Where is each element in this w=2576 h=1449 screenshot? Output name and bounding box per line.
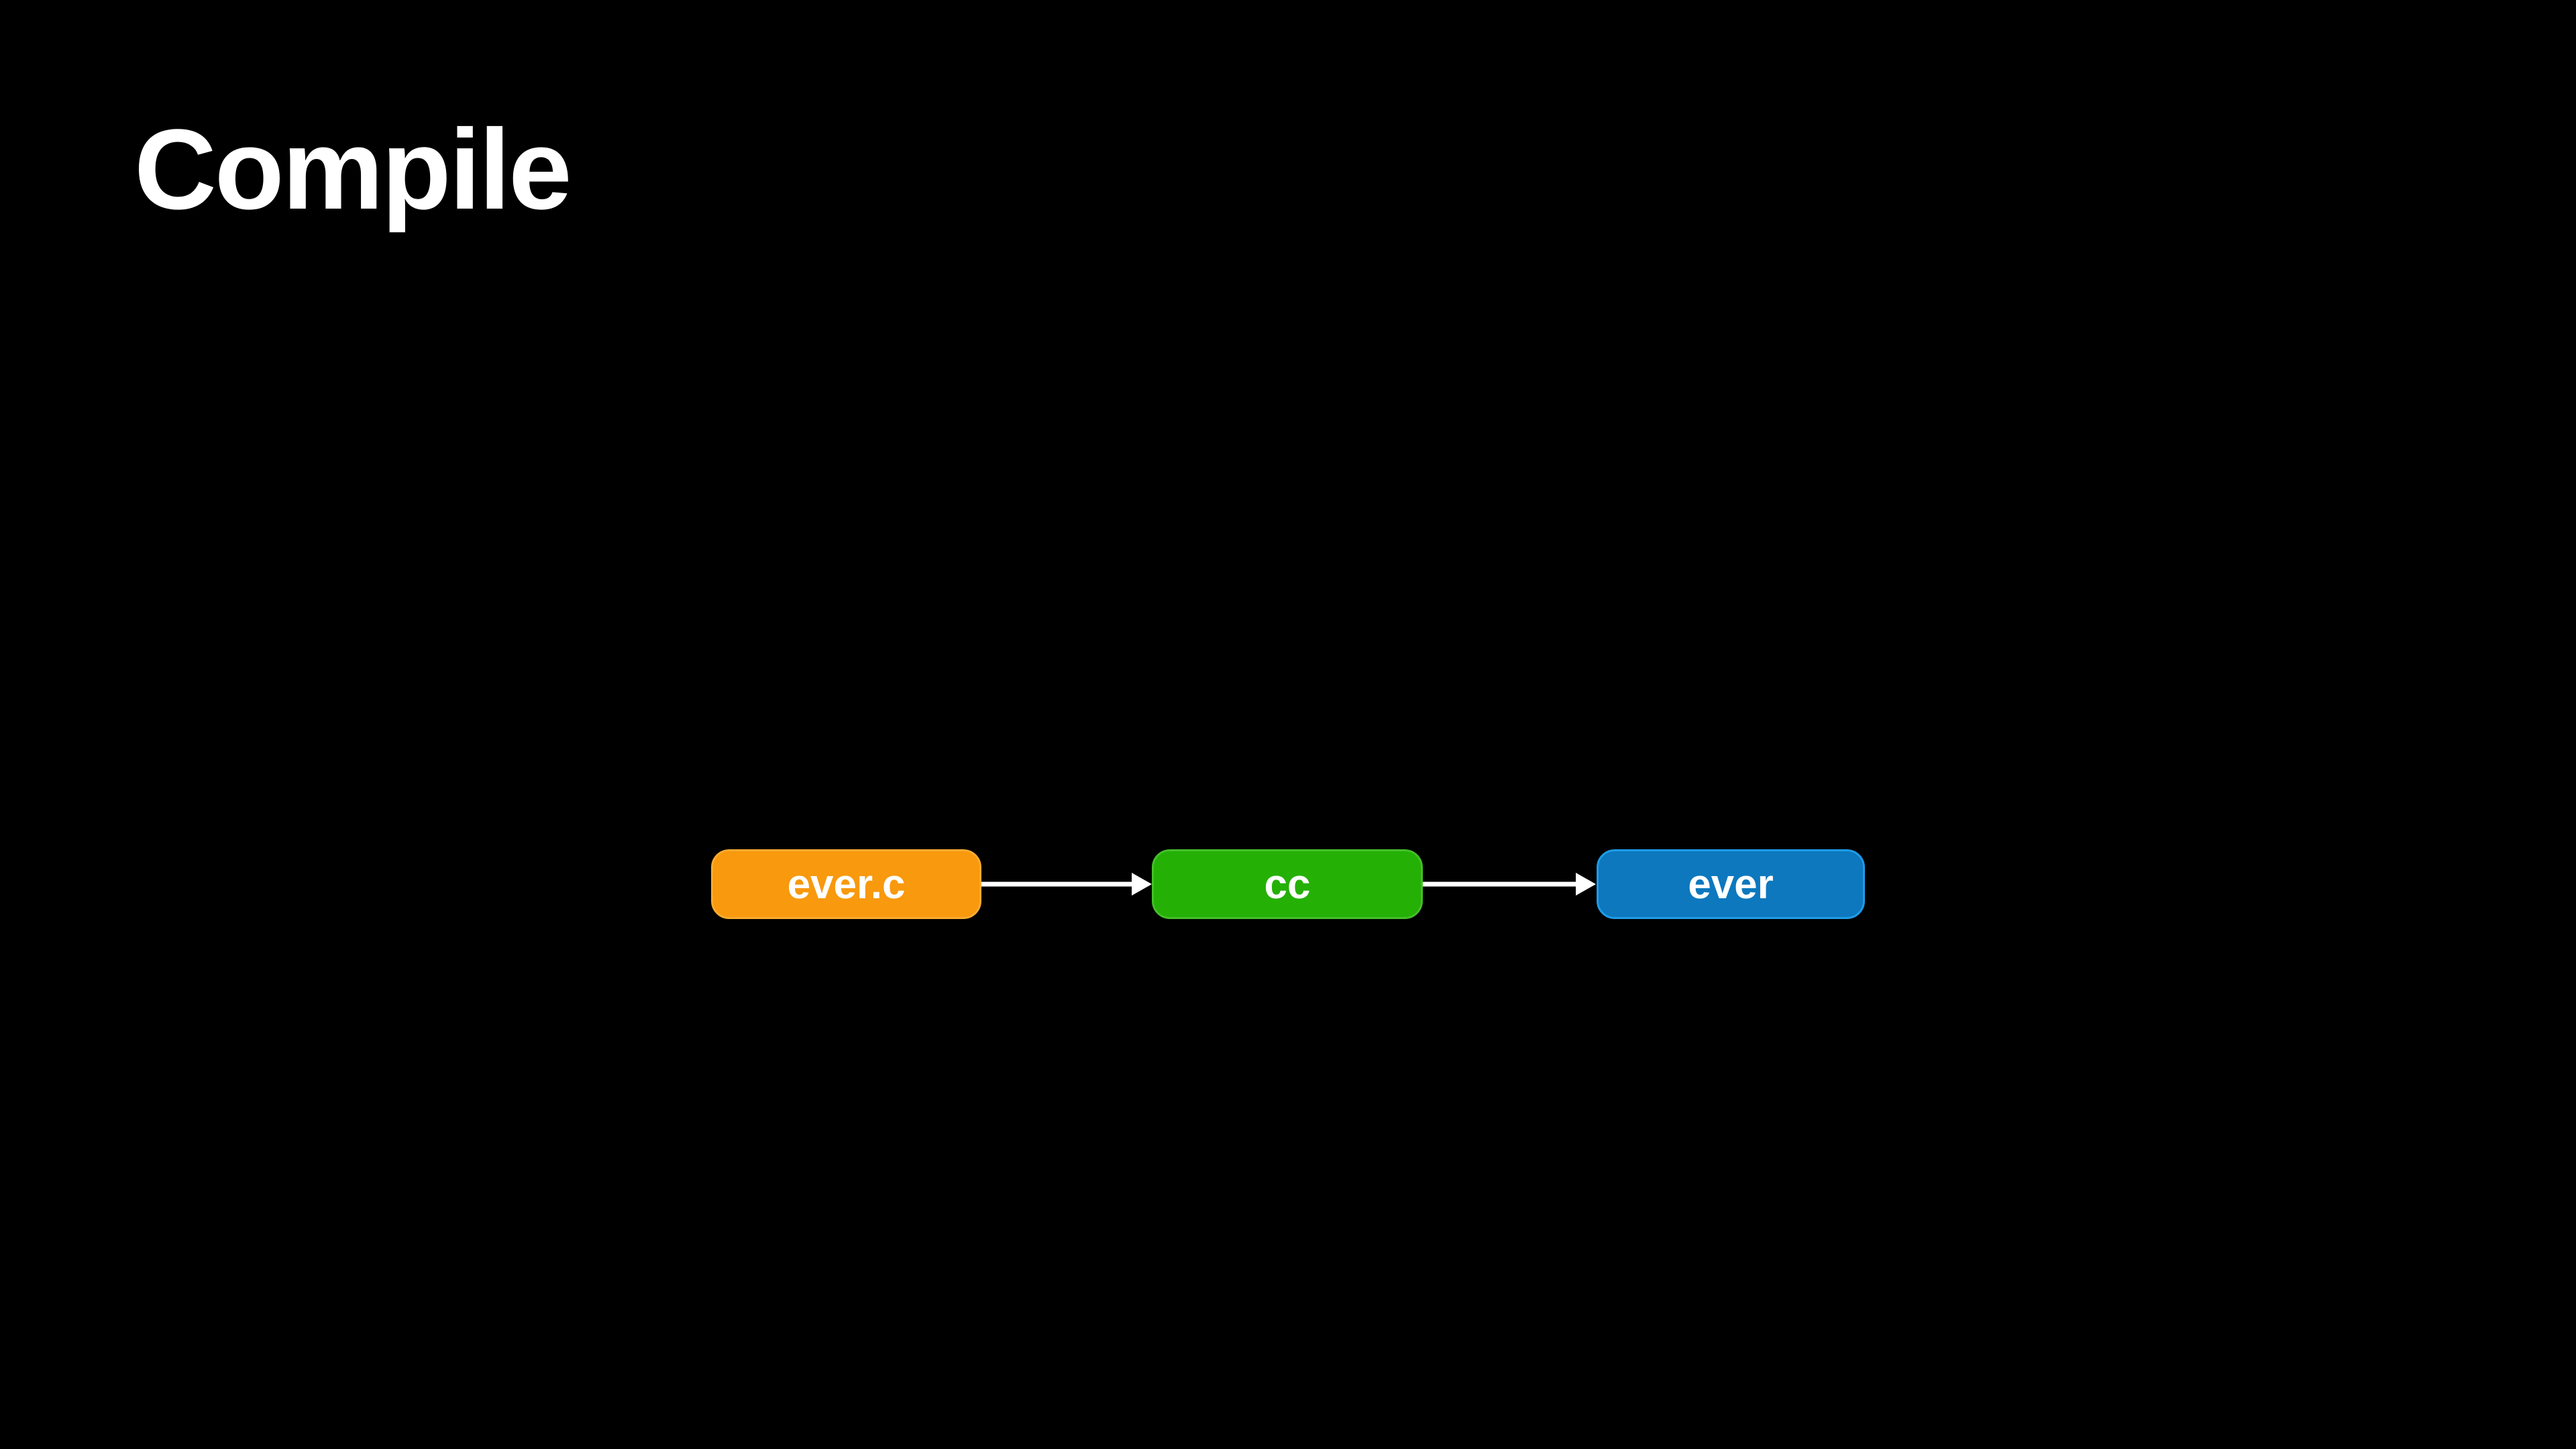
diagram-node-executable-label: ever	[1688, 861, 1774, 908]
diagram-node-executable: ever	[1597, 849, 1865, 919]
page-title: Compile	[134, 106, 572, 233]
diagram-node-compiler: cc	[1152, 849, 1423, 919]
diagram-node-source-file: ever.c	[711, 849, 981, 919]
arrow-source-to-compiler-icon	[981, 873, 1152, 896]
diagram-node-source-file-label: ever.c	[787, 861, 906, 908]
diagram-node-compiler-label: cc	[1264, 861, 1311, 908]
arrow-compiler-to-executable-icon	[1423, 873, 1596, 896]
